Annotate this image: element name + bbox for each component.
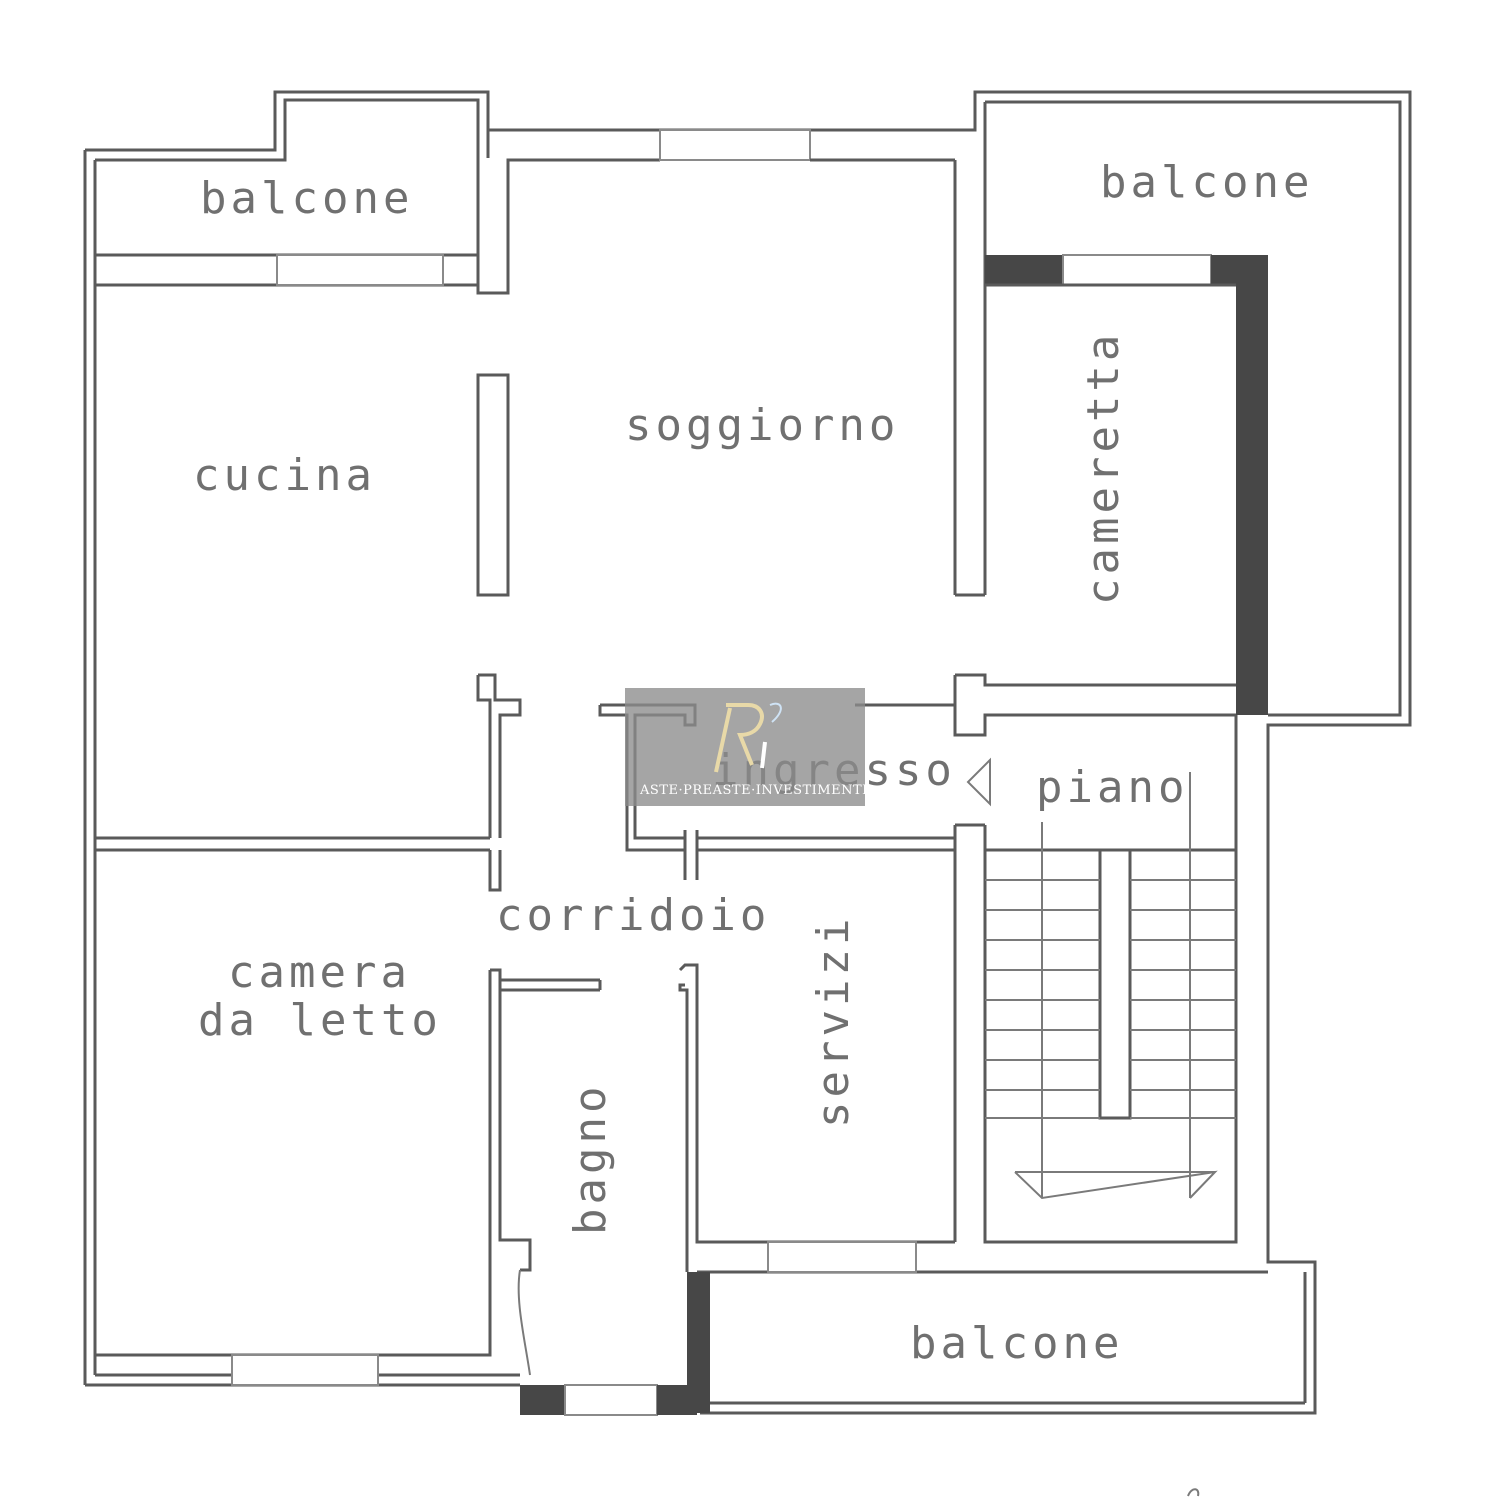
stairs [983,772,1238,1244]
cameretta-walls [855,254,1268,1242]
label-piano: piano [1036,762,1188,813]
label-cucina: cucina [193,450,376,501]
bagno-window [564,1384,658,1416]
servizi-window [767,1241,917,1273]
kitchen-walls [95,130,660,852]
label-servizi: servizi [808,915,859,1128]
stair-arrow-icon [1014,1170,1218,1200]
brand-logo-icon [714,702,782,773]
kitchen-window [276,254,444,286]
entrance-arrow-icon [966,757,991,807]
bedroom-window [231,1354,379,1386]
label-camera: camera [228,947,411,998]
label-soggiorno: soggiorno [625,400,899,451]
watermark: ASTE·PREASTE·INVESTIMENTI [625,688,868,806]
label-balcone-top-right: balcone [1100,157,1313,208]
label-da-letto: da letto [198,995,442,1046]
bedroom-walls [95,850,1268,1416]
label-corridoio: corridoio [496,890,770,941]
label-cameretta: cameretta [1078,331,1129,605]
label-bagno: bagno [565,1083,616,1235]
cameretta-window [1062,254,1212,286]
label-balcone-top-left: balcone [200,173,413,224]
watermark-brand: ASTE·PREASTE·INVESTIMENTI [639,783,868,798]
corner-mark [1187,1488,1200,1497]
living-window [659,129,811,161]
living-walls [659,92,987,597]
room-labels: balcone balcone cucina soggiorno cameret… [193,157,1313,1369]
label-balcone-bottom: balcone [910,1318,1123,1369]
